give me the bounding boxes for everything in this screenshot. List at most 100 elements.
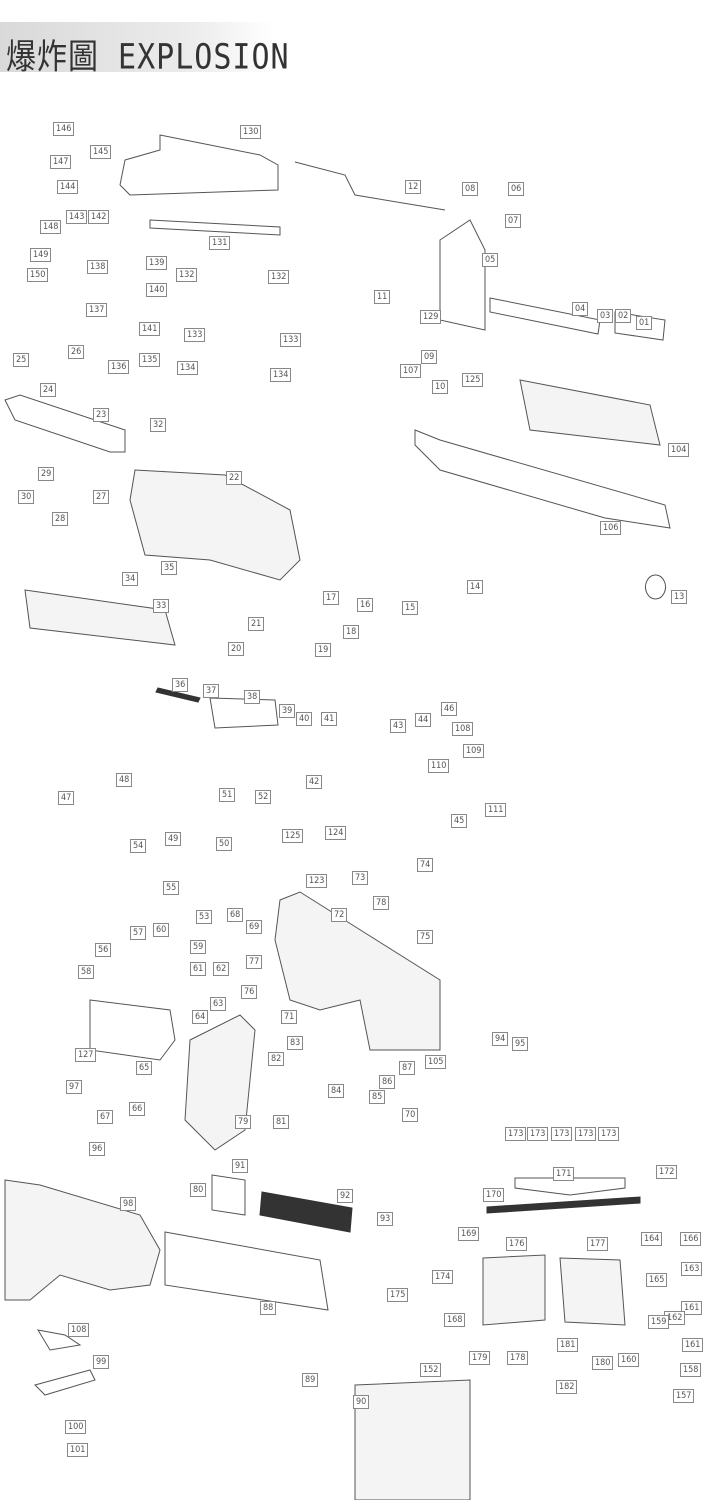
inner-barrel [414,429,671,529]
mag-spring [486,1196,641,1214]
stock [4,1179,161,1301]
part-number-label: 81 [273,1115,290,1129]
part-number-label: 04 [572,302,589,316]
part-number-label: 178 [507,1351,529,1365]
part-number-label: 77 [246,955,263,969]
part-number-label: 146 [53,122,75,136]
part-number-label: 41 [321,712,338,726]
part-number-label: 170 [483,1188,505,1202]
part-number-label: 10 [432,380,449,394]
part-number-label: 124 [325,826,347,840]
part-number-label: 32 [150,418,167,432]
part-number-label: 174 [432,1270,454,1284]
part-number-label: 173 [551,1127,573,1141]
part-number-label: 44 [415,713,432,727]
part-number-label: 135 [139,353,161,367]
part-number-label: 134 [270,368,292,382]
part-number-label: 145 [90,145,112,159]
part-number-label: 80 [190,1183,207,1197]
gas-tube [294,161,446,211]
part-number-label: 98 [120,1197,137,1211]
part-number-label: 36 [172,678,189,692]
part-number-label: 173 [598,1127,620,1141]
part-number-label: 55 [163,881,180,895]
part-number-label: 140 [146,283,168,297]
part-number-label: 150 [27,268,49,282]
part-number-label: 136 [108,360,130,374]
part-number-label: 148 [40,220,62,234]
part-number-label: 17 [323,591,340,605]
part-number-label: 68 [227,908,244,922]
part-number-label: 132 [268,270,290,284]
part-number-label: 133 [184,328,206,342]
part-number-label: 161 [681,1301,703,1315]
part-number-label: 03 [597,309,614,323]
part-number-label: 29 [38,467,55,481]
part-number-label: 104 [668,443,690,457]
part-number-label: 23 [93,408,110,422]
part-number-label: 89 [302,1373,319,1387]
magazine [354,1379,471,1500]
part-number-label: 46 [441,702,458,716]
part-number-label: 86 [379,1075,396,1089]
part-number-label: 127 [75,1048,97,1062]
page-header: 爆炸圖 EXPLOSION [0,22,289,77]
part-number-label: 123 [306,874,328,888]
part-number-label: 169 [458,1227,480,1241]
part-number-label: 50 [216,837,233,851]
part-number-label: 105 [425,1055,447,1069]
hop-chamber-ring [645,574,666,600]
part-number-label: 160 [618,1353,640,1367]
part-number-label: 82 [268,1052,285,1066]
part-number-label: 72 [331,908,348,922]
part-number-label: 141 [139,322,161,336]
part-number-label: 134 [177,361,199,375]
part-number-label: 64 [192,1010,209,1024]
part-number-label: 19 [315,643,332,657]
part-number-label: 166 [680,1232,702,1246]
part-number-label: 149 [30,248,52,262]
part-number-label: 52 [255,790,272,804]
part-number-label: 176 [506,1237,528,1251]
part-number-label: 173 [527,1127,549,1141]
part-number-label: 182 [556,1380,578,1394]
part-number-label: 180 [592,1356,614,1370]
part-number-label: 12 [405,180,422,194]
part-number-label: 144 [57,180,79,194]
buffer [211,1174,246,1216]
part-number-label: 125 [282,829,304,843]
part-number-label: 61 [190,962,207,976]
part-number-label: 142 [88,210,110,224]
part-number-label: 27 [93,490,110,504]
pistol-grip [184,1014,256,1151]
part-number-label: 76 [241,985,258,999]
spring-36 [155,687,201,703]
part-number-label: 15 [402,601,419,615]
part-number-label: 16 [357,598,374,612]
part-number-label: 01 [636,316,653,330]
part-number-label: 39 [279,704,296,718]
part-number-label: 138 [87,260,109,274]
part-number-label: 30 [18,490,35,504]
part-number-label: 177 [587,1237,609,1251]
part-number-label: 42 [306,775,323,789]
part-number-label: 96 [89,1142,106,1156]
part-number-label: 101 [67,1443,89,1457]
sling-swivel [37,1329,82,1351]
part-number-label: 110 [428,759,450,773]
bolt-carrier [24,589,176,646]
part-number-label: 108 [452,722,474,736]
part-number-label: 37 [203,684,220,698]
part-number-label: 84 [328,1084,345,1098]
part-number-label: 21 [248,617,265,631]
front-sight [439,219,486,331]
lower-receiver [274,891,441,1051]
part-number-label: 168 [444,1313,466,1327]
part-number-label: 161 [682,1338,704,1352]
part-number-label: 09 [421,350,438,364]
part-number-label: 143 [66,210,88,224]
part-number-label: 26 [68,345,85,359]
part-number-label: 179 [469,1351,491,1365]
part-number-label: 66 [129,1102,146,1116]
